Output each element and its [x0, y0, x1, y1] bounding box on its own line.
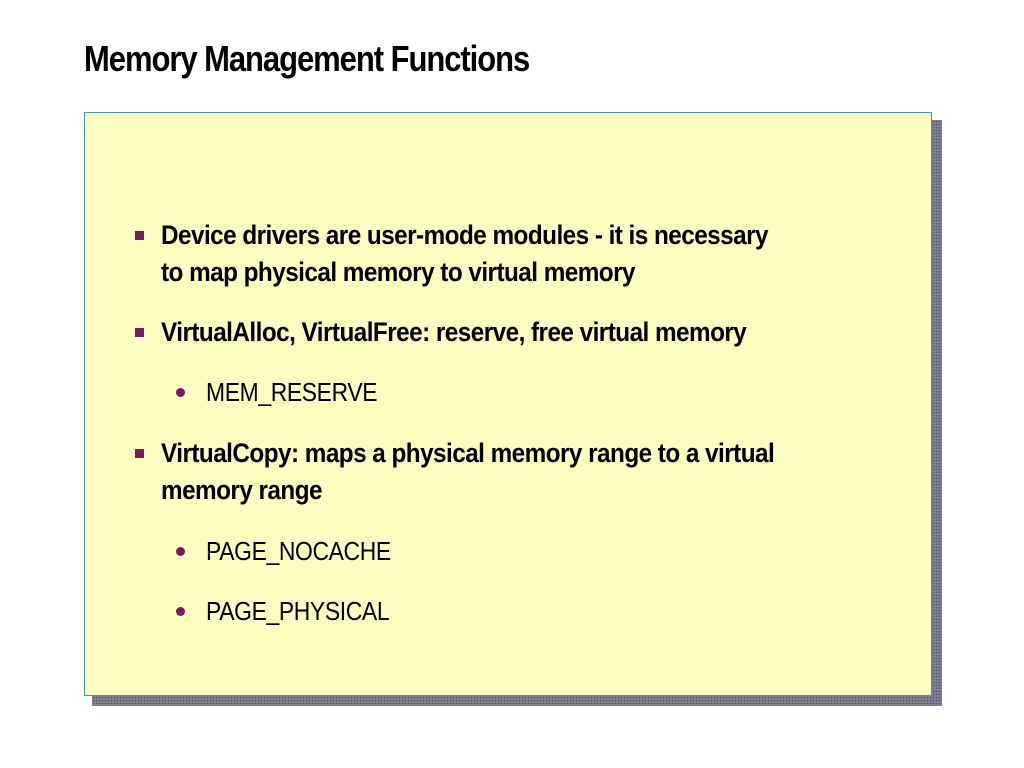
- bullet-device-drivers: Device drivers are user-mode modules - i…: [135, 217, 835, 291]
- bullet-virtualalloc: VirtualAlloc, VirtualFree: reserve, free…: [135, 314, 811, 351]
- bullet-list: Device drivers are user-mode modules - i…: [85, 113, 933, 697]
- round-bullet-icon: [176, 547, 185, 556]
- bullet-line: VirtualCopy: maps a physical memory rang…: [161, 438, 775, 468]
- bullet-line: memory range: [161, 475, 323, 505]
- bullet-line: Device drivers are user-mode modules - i…: [161, 220, 769, 250]
- content-box: Device drivers are user-mode modules - i…: [84, 112, 932, 696]
- round-bullet-icon: [176, 388, 185, 397]
- sub-bullet-text: PAGE_NOCACHE: [206, 535, 391, 567]
- bullet-line: PAGE_NOCACHE: [206, 536, 391, 566]
- round-bullet-icon: [176, 607, 185, 616]
- square-bullet-icon: [135, 231, 144, 240]
- square-bullet-icon: [135, 328, 144, 337]
- sub-bullet-text: MEM_RESERVE: [206, 376, 378, 408]
- bullet-text: Device drivers are user-mode modules - i…: [161, 217, 769, 291]
- bullet-line: VirtualAlloc, VirtualFree: reserve, free…: [161, 317, 747, 347]
- bullet-text: VirtualAlloc, VirtualFree: reserve, free…: [161, 314, 747, 351]
- sub-bullet-mem-reserve: MEM_RESERVE: [176, 376, 401, 408]
- bullet-line: PAGE_PHYSICAL: [206, 596, 390, 626]
- sub-bullet-text: PAGE_PHYSICAL: [206, 595, 390, 627]
- sub-bullet-page-nocache: PAGE_NOCACHE: [176, 535, 416, 567]
- square-bullet-icon: [135, 449, 144, 458]
- bullet-virtualcopy: VirtualCopy: maps a physical memory rang…: [135, 435, 842, 509]
- bullet-text: VirtualCopy: maps a physical memory rang…: [161, 435, 775, 509]
- bullet-line: to map physical memory to virtual memory: [161, 257, 636, 287]
- bullet-line: MEM_RESERVE: [206, 377, 378, 407]
- slide-title: Memory Management Functions: [84, 38, 530, 79]
- sub-bullet-page-physical: PAGE_PHYSICAL: [176, 595, 414, 627]
